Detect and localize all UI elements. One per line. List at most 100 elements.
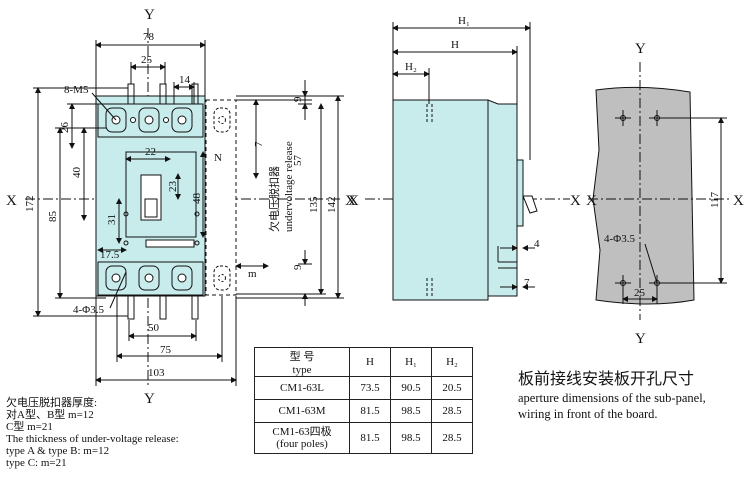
- dim-h2: H₂: [405, 61, 417, 73]
- table-row: CM1-63L 73.5 90.5 20.5: [254, 376, 473, 400]
- caption-en-2: wiring in front of the board.: [518, 407, 658, 421]
- mount-hole-2: [123, 240, 129, 246]
- cell-h: 73.5: [349, 376, 391, 400]
- dim-7-side: 7: [524, 277, 530, 289]
- side-body: [392, 99, 518, 301]
- terminal-bottom-n: [213, 265, 231, 291]
- dim-103: 103: [148, 367, 165, 379]
- side-axis-x-left: X: [348, 193, 359, 209]
- cell-h: 81.5: [349, 422, 391, 454]
- dim-h: H: [451, 39, 459, 51]
- stud-bottom-2: [159, 294, 167, 320]
- axis-x-right: X: [345, 193, 356, 209]
- stud-top-2: [159, 83, 167, 105]
- dim-26: 26: [59, 122, 71, 134]
- note-line: type C: m=21: [6, 457, 67, 469]
- dim-9-top: 9: [292, 96, 304, 102]
- axis-y-bottom: Y: [144, 391, 155, 407]
- nameplate-slot: [145, 239, 195, 248]
- spec-table: 型 号 type H H₁ H₂ CM1-63L 73.5 90.5 20.5 …: [254, 347, 473, 454]
- dim-25: 25: [141, 54, 153, 66]
- cell-h2: 28.5: [431, 422, 473, 454]
- cell-type: CM1-63L: [254, 376, 350, 400]
- dim-78: 78: [143, 31, 155, 43]
- mount-hole-3: [194, 211, 200, 217]
- table-row: CM1-63四极 (four poles) 81.5 98.5 28.5: [254, 422, 473, 454]
- dim-9-bottom: 9: [292, 264, 304, 270]
- panel-dim-25: 25: [634, 287, 646, 299]
- side-axis-x-right: X: [570, 193, 581, 209]
- label-holes: 4-Φ3.5: [73, 304, 104, 316]
- handle-toggle: [144, 198, 158, 218]
- cell-type: CM1-63四极 (four poles): [254, 422, 350, 454]
- header-h: H: [349, 347, 391, 377]
- side-handle-base: [516, 159, 524, 227]
- screw-top-aux-1: [130, 117, 136, 123]
- dim-40: 40: [71, 167, 83, 179]
- dim-50: 50: [148, 322, 160, 334]
- mount-hole-1: [123, 211, 129, 217]
- table-row: CM1-63M 81.5 98.5 28.5: [254, 399, 473, 423]
- mount-hole-4: [194, 240, 200, 246]
- header-type-en: type: [292, 364, 312, 376]
- release-thickness-notes: 欠电压脱扣器厚度: 对A型、B型 m=12 C型 m=21 The thickn…: [6, 397, 179, 469]
- header-h2: H₂: [431, 347, 473, 377]
- front-view-labels: Y Y X X 78 25 14 8-M5 172 26 40 85 22 23…: [6, 7, 356, 407]
- dim-4: 4: [534, 238, 540, 250]
- caption-cn: 板前接线安装板开孔尺寸: [518, 371, 695, 388]
- panel-view: [588, 62, 732, 320]
- axis-y-top: Y: [144, 7, 155, 23]
- dim-14: 14: [179, 74, 191, 86]
- screw-top-3: [177, 115, 187, 125]
- screw-bottom-2: [144, 273, 154, 283]
- note-line: C型 m=21: [6, 421, 53, 433]
- label-release-en: undervoltage release: [283, 141, 295, 232]
- panel-axis-y-top: Y: [635, 41, 646, 57]
- dim-135: 135: [308, 196, 320, 213]
- dim-85: 85: [47, 211, 59, 223]
- cell-type-line2: (four poles): [276, 438, 328, 450]
- dim-172: 172: [24, 196, 36, 213]
- cell-h1: 98.5: [390, 422, 432, 454]
- dim-m: m: [248, 268, 257, 280]
- cell-h: 81.5: [349, 399, 391, 423]
- panel-caption: 板前接线安装板开孔尺寸 aperture dimensions of the s…: [518, 370, 706, 422]
- screw-bottom-1: [111, 273, 121, 283]
- dim-57: 57: [292, 155, 304, 167]
- dim-22: 22: [145, 146, 156, 158]
- cell-type: CM1-63M: [254, 399, 350, 423]
- stud-bottom-3: [191, 294, 199, 320]
- stud-top-3: [191, 83, 199, 105]
- screw-top-2: [144, 115, 154, 125]
- dim-48: 48: [191, 193, 203, 205]
- panel-label-holes: 4-Φ3.5: [604, 233, 635, 245]
- label-release-cn: 欠电压脱扣器: [267, 166, 281, 232]
- dim-23: 23: [167, 181, 179, 193]
- panel-axis-x-right: X: [733, 193, 744, 209]
- terminal-top-n: [213, 107, 231, 133]
- note-line: 对A型、B型 m=12: [6, 409, 94, 421]
- panel-dim-117: 117: [709, 191, 721, 208]
- cell-h2: 28.5: [431, 399, 473, 423]
- panel-view-labels: Y Y X X 117 25 4-Φ3.5: [586, 41, 744, 347]
- note-line: The thickness of under-voltage release:: [6, 433, 179, 445]
- table-header-row: 型 号 type H H₁ H₂: [254, 347, 473, 377]
- caption-en-1: aperture dimensions of the sub-panel,: [518, 391, 706, 405]
- label-screws: 8-M5: [64, 84, 89, 96]
- dim-75: 75: [160, 344, 172, 356]
- panel-shape: [592, 86, 695, 305]
- screw-bottom-3: [177, 273, 187, 283]
- dim-31: 31: [106, 214, 118, 225]
- label-neutral: N: [214, 152, 222, 164]
- cell-type-line1: CM1-63四极: [272, 426, 332, 438]
- dim-7: 7: [253, 141, 265, 147]
- cell-h1: 90.5: [390, 376, 432, 400]
- header-type: 型 号 type: [254, 347, 350, 377]
- dim-17-5: 17.5: [100, 249, 120, 261]
- axis-x-left: X: [6, 193, 17, 209]
- cell-h1: 98.5: [390, 399, 432, 423]
- front-view: [25, 28, 344, 386]
- header-h1: H₁: [390, 347, 432, 377]
- note-line: type A & type B: m=12: [6, 445, 110, 457]
